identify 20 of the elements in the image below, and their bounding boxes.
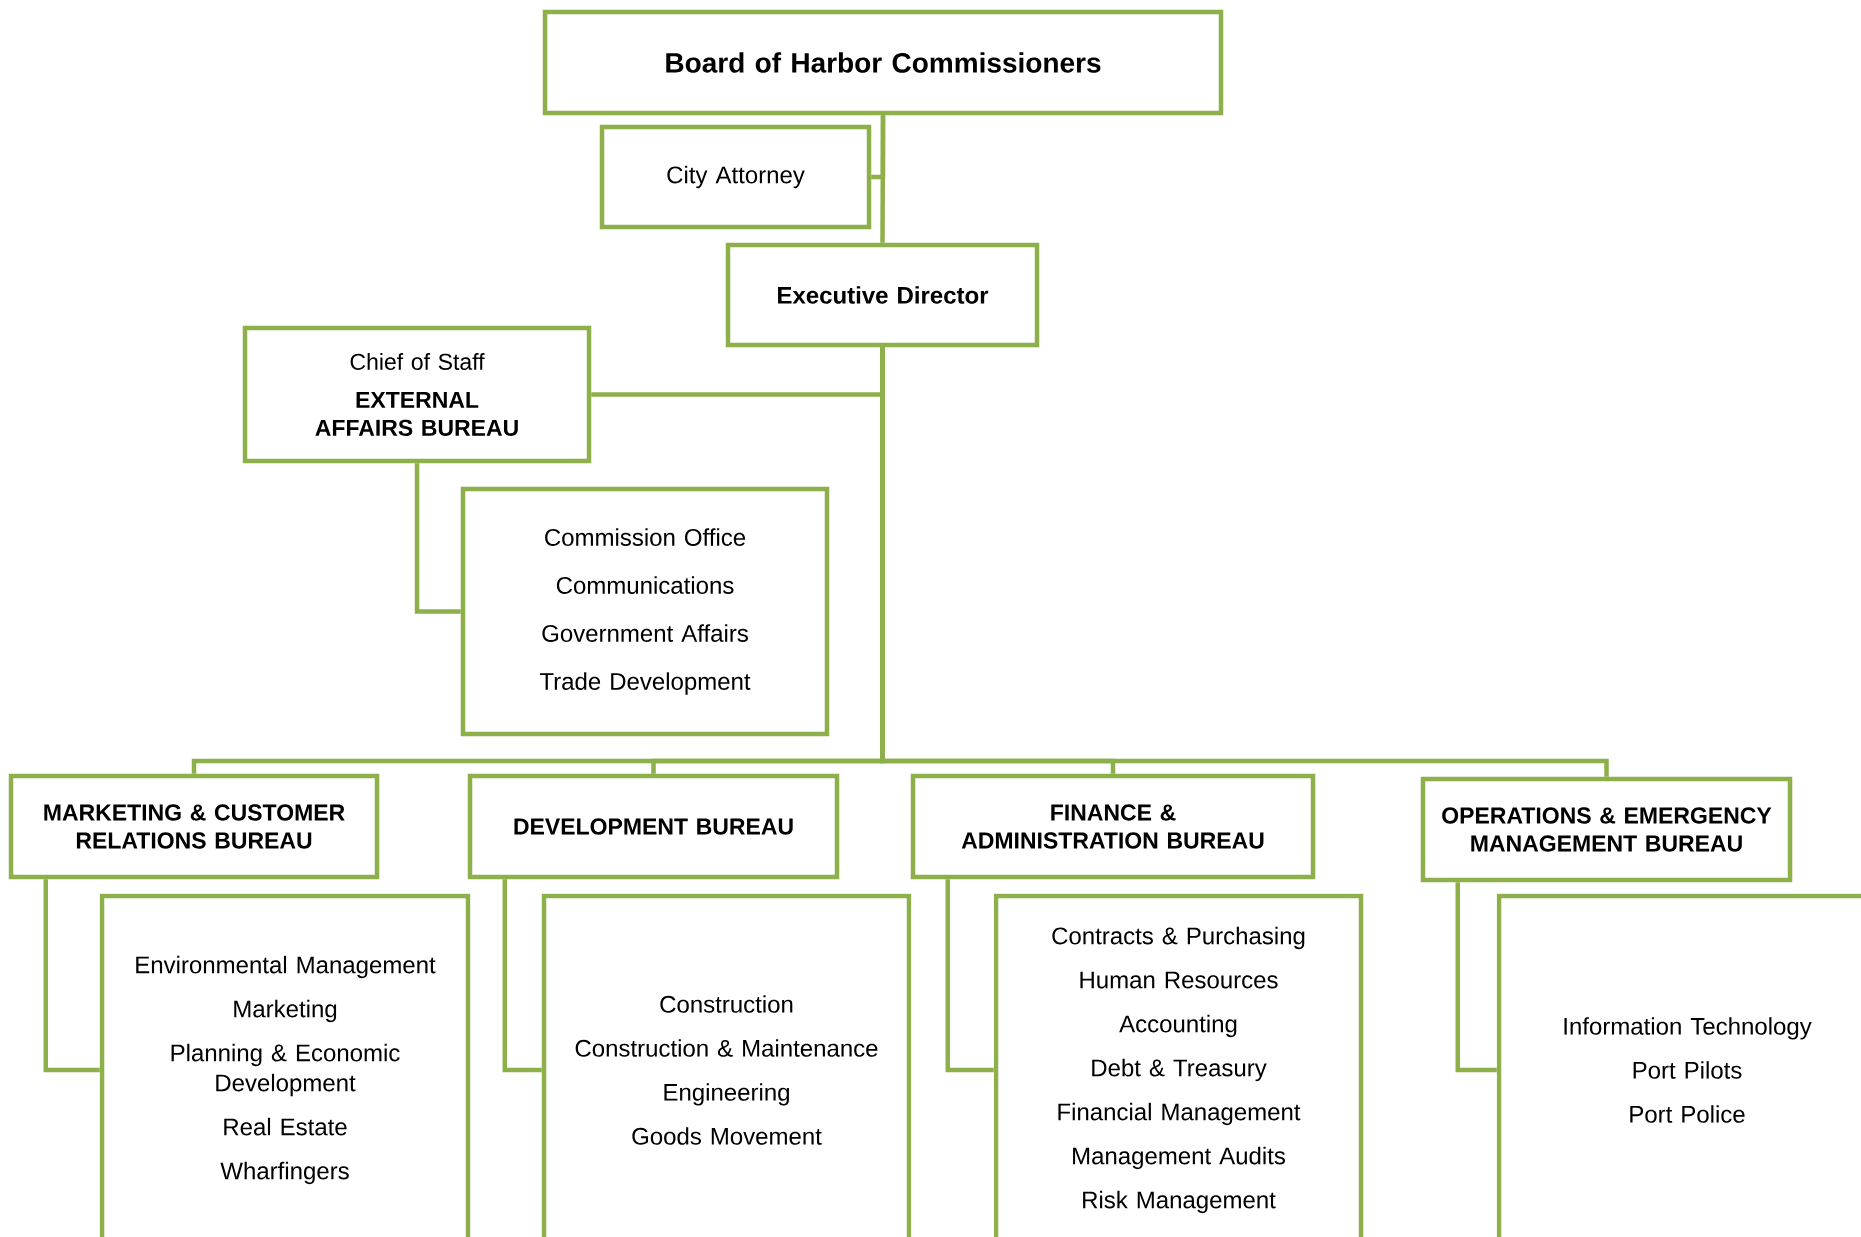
director-box: Executive Director xyxy=(725,242,1040,348)
connector-line xyxy=(1455,882,1497,1073)
bureau-box: MARKETING & CUSTOMER RELATIONS BUREAU xyxy=(8,773,380,880)
unit-list-box: Contracts & Purchasing Human Resources Accounting Debt & Treasury Financial Management Management Audits Risk Management xyxy=(993,893,1364,1237)
connector-line xyxy=(414,463,461,614)
office-box: City Attorney xyxy=(599,124,872,230)
title-box: Board of Harbor Commissioners xyxy=(542,9,1224,116)
connector-line xyxy=(880,347,1609,777)
connector-line xyxy=(502,879,542,1073)
connector-line xyxy=(945,879,994,1073)
unit-list-box: Environmental Management Marketing Planning & Economic Development Real Estate Wharfingers xyxy=(99,893,471,1237)
unit-list-box: Information Technology Port Pilots Port Police xyxy=(1496,893,1861,1237)
bureau-box: DEVELOPMENT BUREAU xyxy=(467,773,840,880)
connector-line xyxy=(43,879,100,1073)
unit-list-box: Construction Construction & Maintenance Engineering Goods Movement xyxy=(541,893,912,1237)
staff-bureau-box: Chief of Staff EXTERNAL AFFAIRS BUREAU xyxy=(242,325,592,464)
bureau-box: FINANCE & ADMINISTRATION BUREAU xyxy=(910,773,1316,880)
bureau-box: OPERATIONS & EMERGENCY MANAGEMENT BUREAU xyxy=(1420,776,1793,883)
connector-line xyxy=(880,115,886,243)
unit-list-box: Commission Office Communications Government Affairs Trade Development xyxy=(460,486,830,737)
